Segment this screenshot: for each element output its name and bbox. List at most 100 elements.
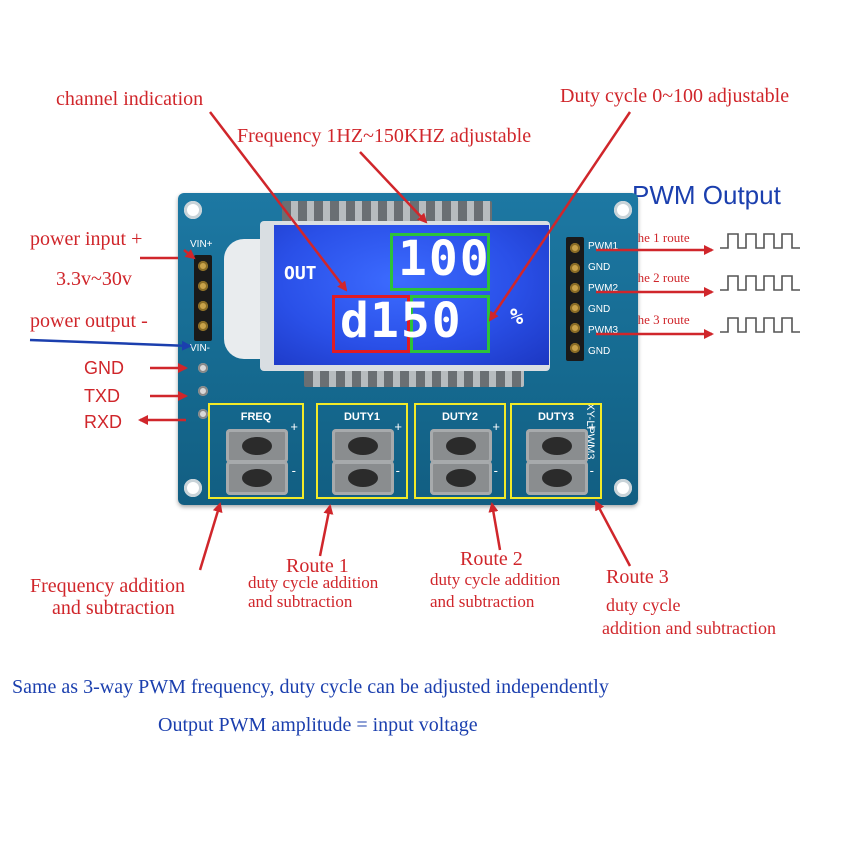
- header-pin: [198, 261, 208, 271]
- duty1-button-label: DUTY1: [343, 411, 381, 423]
- route1-title: Route 1: [286, 555, 349, 577]
- pin-label-gnd1: GND: [588, 262, 611, 273]
- mount-hole-bottom-left: [184, 479, 202, 497]
- header-pin: [570, 243, 580, 253]
- lcd-unit: %: [510, 305, 524, 330]
- header-pin: [570, 343, 580, 353]
- route3-output-label: the 3 route: [634, 312, 690, 327]
- route2-waveform: [720, 275, 800, 291]
- minus-sign: -: [589, 463, 594, 478]
- pwm-generator-board: VIN+ VIN- OUT 100 d 150 % PWM1 GND PWM2 …: [178, 193, 638, 505]
- pin-label-gnd2: GND: [588, 304, 611, 315]
- header-pin: [198, 281, 208, 291]
- rxd-pad[interactable]: [198, 409, 208, 419]
- pin-label-pwm1: PWM1: [588, 241, 618, 252]
- route2-title: Route 2: [460, 548, 523, 570]
- mount-hole-bottom-right: [614, 479, 632, 497]
- route2-output-label: the 2 route: [634, 270, 690, 285]
- rxd-label: RXD: [84, 412, 123, 432]
- power-output-label: power output -: [30, 310, 148, 332]
- power-header[interactable]: [194, 255, 212, 341]
- duty1-plus-button[interactable]: [332, 429, 394, 463]
- pin-label-pwm3: PWM3: [588, 325, 618, 336]
- vin-plus-silkscreen: VIN+: [190, 239, 213, 250]
- route3-waveform: [720, 317, 800, 333]
- txd-label: TXD: [84, 386, 120, 406]
- header-pin: [570, 323, 580, 333]
- minus-sign: -: [493, 463, 498, 478]
- duty3-button-arrow: [594, 500, 632, 567]
- route2-desc-line1: duty cycle addition: [430, 570, 561, 589]
- header-pin: [198, 321, 208, 331]
- duty3-button-label: DUTY3: [537, 411, 575, 423]
- plus-sign: +: [492, 419, 500, 434]
- duty3-plus-button[interactable]: [526, 429, 588, 463]
- pwm-output-title: PWM Output: [632, 180, 781, 210]
- gnd-label: GND: [84, 358, 124, 378]
- power-input-arrow: [183, 249, 196, 260]
- duty2-plus-button[interactable]: [430, 429, 492, 463]
- header-pin: [570, 283, 580, 293]
- vin-minus-silkscreen: VIN-: [190, 343, 210, 354]
- header-pin: [198, 301, 208, 311]
- duty2-button-label: DUTY2: [441, 411, 479, 423]
- footer-line2: Output PWM amplitude = input voltage: [158, 714, 478, 736]
- minus-sign: -: [395, 463, 400, 478]
- duty-arrow: [488, 111, 632, 322]
- route1-waveform: [720, 233, 800, 249]
- lcd-freq-box: [410, 295, 490, 353]
- pwm-output-header[interactable]: [566, 237, 584, 361]
- mount-hole-top-left: [184, 201, 202, 219]
- lcd-channel-box: [332, 295, 410, 353]
- freq-plus-button[interactable]: [226, 429, 288, 463]
- gnd-pad[interactable]: [198, 363, 208, 373]
- route1-desc-line2: and subtraction: [248, 592, 353, 611]
- channel-indication-label: channel indication: [56, 88, 204, 110]
- route3-title: Route 3: [606, 566, 669, 588]
- route3-desc-line1: duty cycle: [606, 595, 681, 615]
- power-input-label: power input +: [30, 228, 143, 250]
- lcd-display: OUT 100 d 150 %: [274, 225, 549, 365]
- freq-button-label: FREQ: [240, 411, 272, 423]
- lcd-top-value: 100: [398, 231, 491, 287]
- power-output-arrow: [29, 338, 192, 351]
- header-pin: [570, 263, 580, 273]
- pin-label-gnd3: GND: [588, 346, 611, 357]
- pin-label-pwm2: PWM2: [588, 283, 618, 294]
- lcd-connector-top: [282, 201, 492, 223]
- duty3-button-group: DUTY3 + -: [510, 403, 602, 499]
- duty-range-label: Duty cycle 0~100 adjustable: [560, 85, 790, 107]
- duty1-button-group: DUTY1 + -: [316, 403, 408, 499]
- duty2-button-arrow: [488, 502, 502, 551]
- lcd-out-label: OUT: [284, 263, 317, 284]
- duty3-minus-button[interactable]: [526, 461, 588, 495]
- route3-desc-line2: addition and subtraction: [602, 618, 776, 638]
- duty1-minus-button[interactable]: [332, 461, 394, 495]
- lcd-channel: d: [340, 293, 371, 349]
- plus-sign: +: [588, 419, 596, 434]
- channel-arrow: [209, 111, 348, 292]
- footer-line1: Same as 3-way PWM frequency, duty cycle …: [12, 676, 609, 698]
- plus-sign: +: [394, 419, 402, 434]
- freq-adjust-line2: and subtraction: [52, 597, 175, 619]
- header-pin: [570, 303, 580, 313]
- minus-sign: -: [291, 463, 296, 478]
- lcd-duty-box: [390, 233, 490, 291]
- duty1-button-arrow: [318, 504, 334, 557]
- duty2-button-group: DUTY2 + -: [414, 403, 506, 499]
- plus-sign: +: [290, 419, 298, 434]
- route1-desc-line1: duty cycle addition: [248, 573, 379, 592]
- freq-button-arrow: [198, 502, 223, 571]
- voltage-range-label: 3.3v~30v: [56, 268, 132, 290]
- freq-minus-button[interactable]: [226, 461, 288, 495]
- duty2-minus-button[interactable]: [430, 461, 492, 495]
- txd-pad[interactable]: [198, 386, 208, 396]
- lcd-bottom-value: 150: [370, 293, 463, 349]
- route1-output-label: the 1 route: [634, 230, 690, 245]
- frequency-range-label: Frequency 1HZ~150KHZ adjustable: [237, 125, 532, 147]
- route2-desc-line2: and subtraction: [430, 592, 535, 611]
- mount-hole-top-right: [614, 201, 632, 219]
- frequency-arrow: [359, 151, 428, 224]
- freq-adjust-line1: Frequency addition: [30, 575, 185, 597]
